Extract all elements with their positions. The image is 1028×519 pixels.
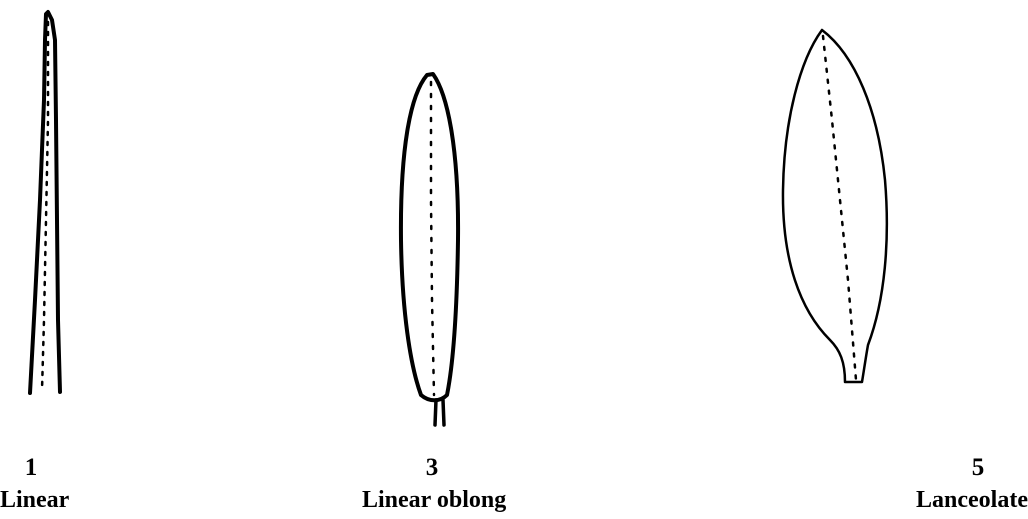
lanceolate-leaf-icon <box>781 28 889 384</box>
leaf-3-name: Linear oblong <box>362 487 507 513</box>
linear-leaf-outline <box>28 10 62 395</box>
leaf-3-number: 3 <box>425 454 439 481</box>
linear-oblong-leaf-icon <box>398 72 461 427</box>
linear-oblong-leaf-stalk <box>433 398 446 427</box>
lanceolate-leaf-midrib <box>821 34 858 382</box>
linear-leaf-midrib <box>40 20 50 392</box>
leaf-1-number: 1 <box>24 454 38 481</box>
leaf-5-name: Lanceolate <box>916 487 1028 513</box>
linear-leaf-icon <box>28 10 62 395</box>
linear-oblong-leaf-midrib <box>429 80 436 397</box>
linear-oblong-leaf-outline <box>398 72 461 403</box>
lanceolate-leaf-outline <box>781 28 889 384</box>
leaf-1-name: Linear <box>0 487 70 513</box>
leaf-5-number: 5 <box>971 454 985 481</box>
